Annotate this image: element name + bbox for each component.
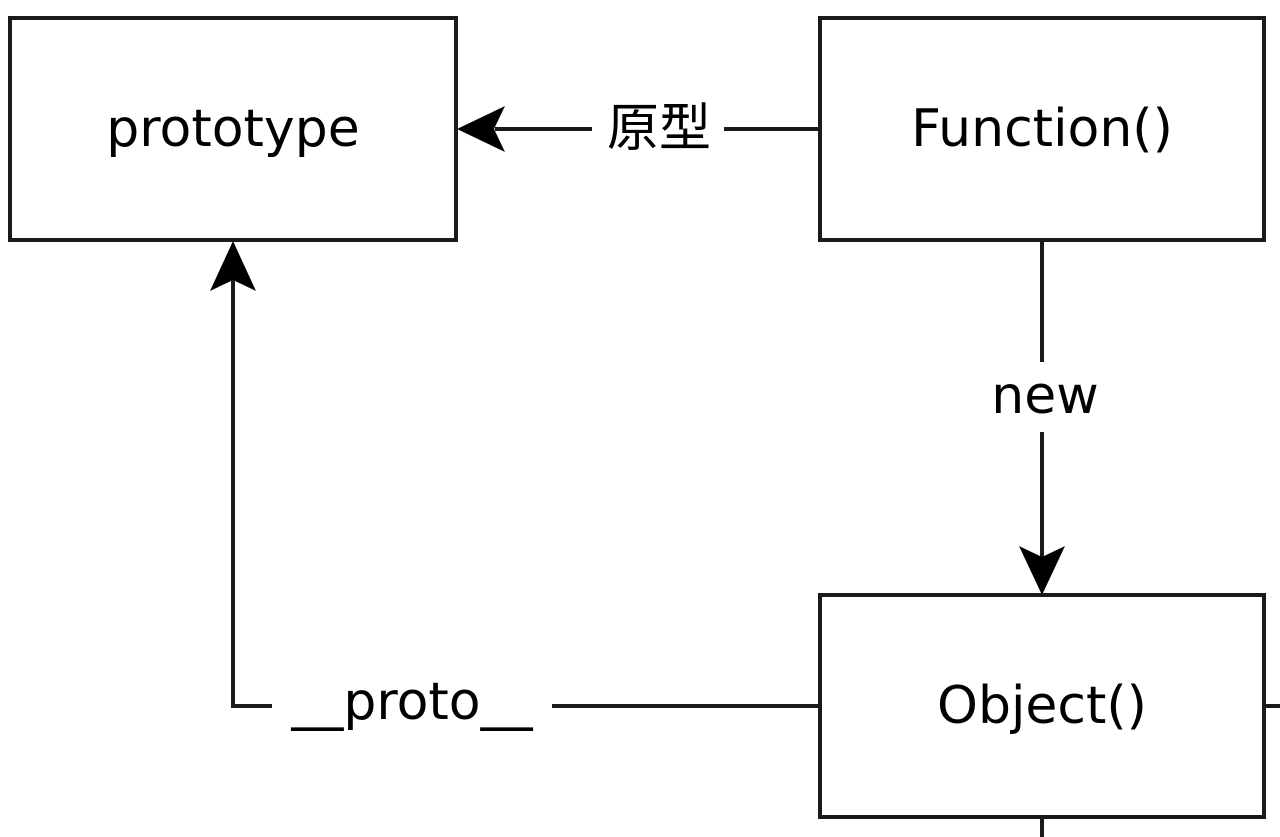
node-prototype-label: prototype xyxy=(106,99,359,159)
arrowhead-proto-to-prototype xyxy=(210,241,256,291)
edge-new-label: new xyxy=(991,366,1098,426)
node-prototype: prototype xyxy=(8,16,458,242)
edge-prototype: 原型 xyxy=(457,96,820,162)
node-object: Object() xyxy=(818,593,1266,819)
arrowhead-to-prototype xyxy=(457,106,505,152)
edge-proto: __proto__ xyxy=(210,241,820,746)
node-object-label: Object() xyxy=(937,676,1147,736)
arrowhead-to-object xyxy=(1019,546,1065,595)
edge-prototype-label: 原型 xyxy=(607,99,711,159)
edge-proto-line xyxy=(231,280,820,708)
node-function-label: Function() xyxy=(911,99,1173,159)
edge-proto-label-bg xyxy=(272,666,552,746)
edge-new: new xyxy=(988,241,1099,595)
node-function: Function() xyxy=(818,16,1266,242)
edge-prototype-label-bg xyxy=(592,96,724,162)
edge-new-label-bg xyxy=(988,362,1098,432)
edge-proto-label: __proto__ xyxy=(290,672,533,732)
